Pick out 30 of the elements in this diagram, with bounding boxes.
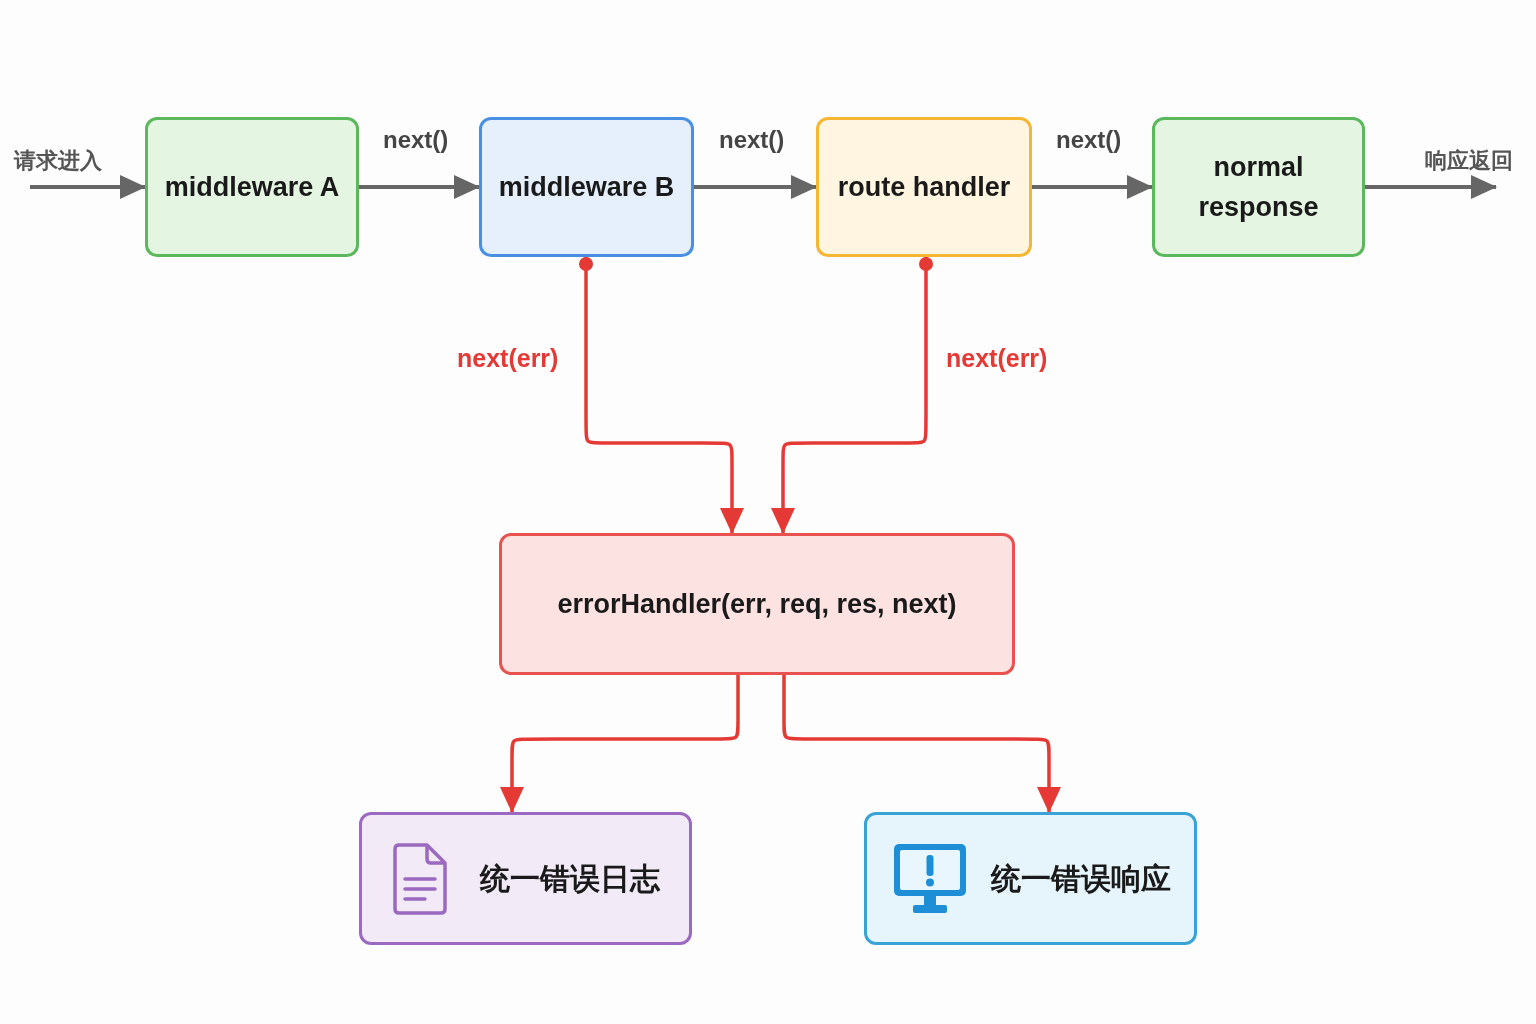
edge-label: next()	[1056, 126, 1122, 154]
arrow	[1365, 175, 1497, 199]
elbow-arrow	[771, 257, 933, 534]
elbow-arrow	[782, 675, 1061, 813]
arrow	[359, 175, 480, 199]
arrow	[694, 175, 817, 199]
output-box	[864, 812, 1197, 945]
node-label: errorHandler(err, req, res, next)	[557, 587, 957, 621]
edge-label: next()	[383, 126, 449, 154]
node-label: 统一错误响应	[991, 861, 1171, 897]
process-box	[479, 117, 694, 257]
node-label: middleware A	[164, 170, 340, 204]
arrow	[1032, 175, 1153, 199]
node-label: route handler	[837, 170, 1011, 204]
elbow-arrow	[500, 675, 740, 813]
edge-label: next(err)	[946, 344, 1048, 373]
edge-label: 请求进入	[14, 148, 102, 174]
node-label: normal response	[1197, 150, 1320, 224]
elbow-arrow	[579, 257, 744, 534]
output-box	[359, 812, 692, 945]
edge-label: next()	[719, 126, 785, 154]
arrow	[30, 175, 146, 199]
process-box	[145, 117, 359, 257]
edge-label: 响应返回	[1425, 148, 1513, 174]
process-box	[1152, 117, 1365, 257]
process-box	[816, 117, 1032, 257]
node-label: middleware B	[498, 170, 675, 204]
process-box	[499, 533, 1015, 675]
edge-label: next(err)	[457, 344, 559, 373]
node-label: 统一错误日志	[480, 861, 660, 897]
